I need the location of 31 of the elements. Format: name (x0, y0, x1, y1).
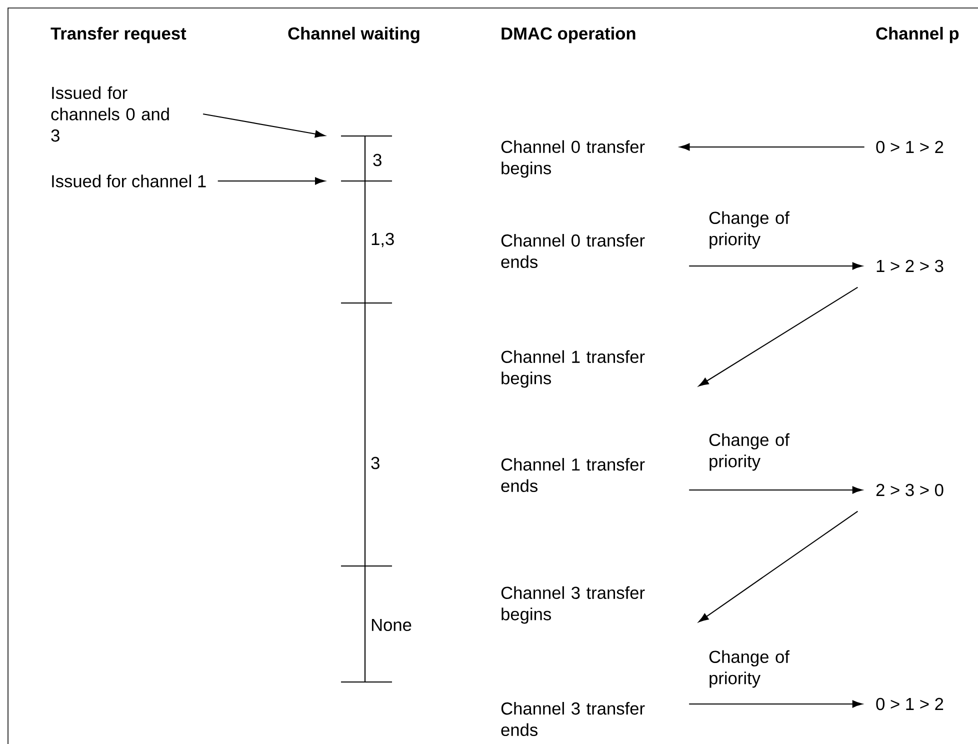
edge-label: Change of priority (709, 433, 790, 471)
arrow (218, 177, 326, 185)
arrow (689, 486, 862, 494)
arrow (689, 262, 862, 270)
waiting-label: 1,3 (372, 232, 394, 248)
waiting-label: None (372, 618, 412, 632)
operation-text: Channel 3 transfer begins (501, 586, 645, 624)
arrow (698, 510, 858, 622)
arrow (689, 700, 862, 708)
edge-label: Change of priority (709, 211, 790, 249)
request-text: Issued for channels 0 and 3 (51, 86, 169, 142)
arrow (202, 113, 326, 138)
priority-text: 1 > 2 > 3 (876, 260, 944, 272)
waiting-label: 3 (373, 154, 382, 166)
priority-text: 0 > 1 > 2 (876, 140, 944, 154)
arrow (680, 143, 864, 151)
operation-text: Channel 1 transfer begins (501, 350, 645, 388)
column-heading: Transfer request (50, 26, 186, 44)
waiting-label: 3 (371, 456, 380, 470)
edge-label: Change of priority (709, 650, 790, 688)
column-heading: Channel p (876, 26, 959, 44)
priority-text: 0 > 1 > 2 (876, 698, 944, 710)
operation-text: Channel 3 transfer ends (501, 702, 645, 736)
operation-text: Channel 0 transfer begins (501, 140, 645, 178)
column-heading: DMAC operation (502, 26, 636, 44)
operation-text: Channel 0 transfer ends (501, 234, 645, 268)
priority-text: 2 > 3 > 0 (876, 484, 944, 496)
arrow (698, 286, 858, 386)
operation-text: Channel 1 transfer ends (501, 458, 645, 492)
column-heading: Channel waiting (288, 26, 420, 44)
request-text: Issued for channel 1 (52, 174, 206, 188)
